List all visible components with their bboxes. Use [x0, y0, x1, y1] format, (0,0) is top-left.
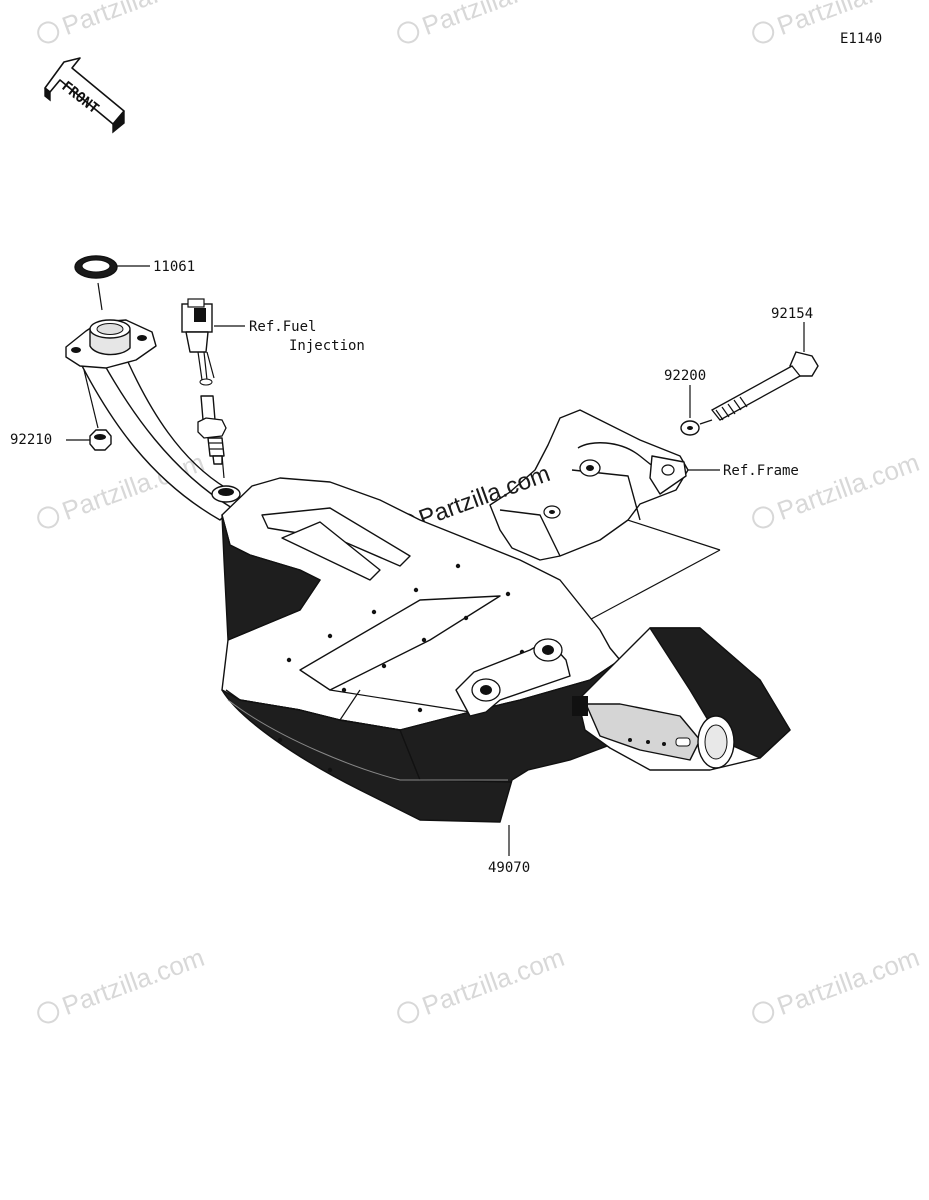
sensor-boss — [211, 485, 241, 503]
watermark-bottom-center: Partzilla.com — [397, 942, 568, 1024]
svg-text:Partzilla.com: Partzilla.com — [418, 942, 568, 1021]
bolt-92154 — [711, 351, 819, 421]
callout-11061[interactable]: 11061 — [153, 259, 195, 275]
nut-92210 — [89, 429, 112, 451]
svg-text:Partzilla.com: Partzilla.com — [773, 447, 923, 526]
watermark-top-right: Partzilla.com — [752, 0, 923, 44]
svg-text:Partzilla.com: Partzilla.com — [58, 0, 208, 41]
callout-92210[interactable]: 92210 — [10, 432, 52, 448]
callout-49070[interactable]: 49070 — [488, 860, 530, 876]
svg-text:Partzilla.com: Partzilla.com — [58, 942, 208, 1021]
watermark-bottom-left: Partzilla.com — [37, 942, 208, 1024]
svg-text:Partzilla.com: Partzilla.com — [773, 942, 923, 1021]
gasket-11061 — [74, 255, 118, 279]
oxygen-sensor — [181, 298, 227, 465]
front-arrow-icon: FRONT — [44, 57, 125, 134]
watermarks: Partzilla.com Partzilla.com Partzilla.co… — [37, 0, 923, 1024]
muffler-49070 — [221, 477, 791, 823]
callout-92200[interactable]: 92200 — [664, 368, 706, 384]
callout-ref-fuel-line2[interactable]: Injection — [289, 338, 365, 354]
watermark-top-left: Partzilla.com — [37, 0, 208, 44]
callout-92154[interactable]: 92154 — [771, 306, 813, 322]
watermark-bottom-right: Partzilla.com — [752, 942, 923, 1024]
washer-92200 — [680, 420, 700, 436]
watermark-mid-right: Partzilla.com — [752, 447, 923, 529]
callout-ref-frame[interactable]: Ref.Frame — [723, 463, 799, 479]
watermark-top-center: Partzilla.com — [397, 0, 568, 44]
callout-ref-fuel-line1[interactable]: Ref.Fuel — [249, 319, 316, 335]
exhaust-pipe — [65, 319, 233, 521]
frame-bracket — [489, 409, 689, 561]
svg-text:Partzilla.com: Partzilla.com — [418, 0, 568, 41]
diagram-code: E1140 — [840, 31, 882, 47]
